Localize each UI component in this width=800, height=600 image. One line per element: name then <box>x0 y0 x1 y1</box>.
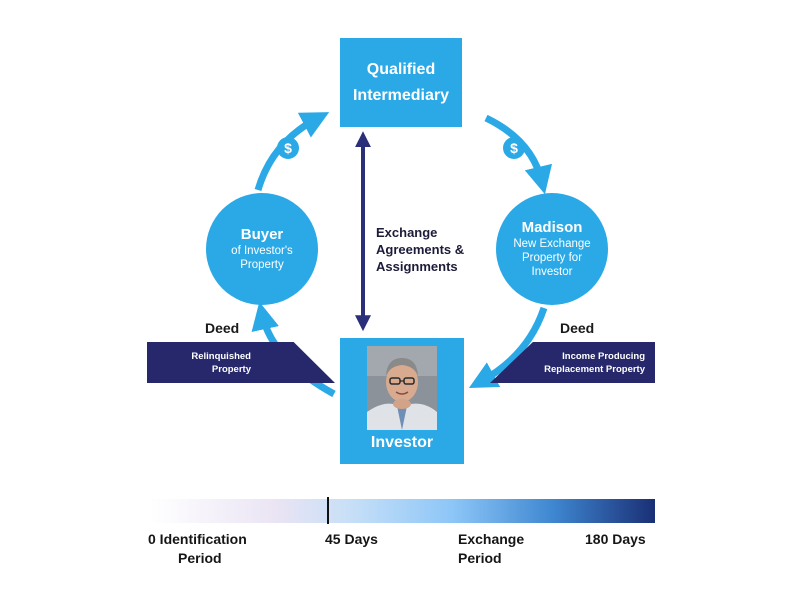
relinquished-line2: Property <box>211 364 251 375</box>
exchange-agreements-label: Exchange Agreements & Assignments <box>376 224 464 275</box>
timeline-45-days-marker <box>327 497 329 524</box>
exchange-line1: Exchange <box>376 225 438 240</box>
timeline-start-line1: 0 Identification <box>148 531 247 547</box>
buyer-circle: Buyer of Investor's Property <box>206 193 318 305</box>
replacement-line1: Income Producing <box>562 351 645 362</box>
replacement-line2: Replacement Property <box>544 364 645 375</box>
madison-subtitle-line3: Investor <box>531 265 573 278</box>
timeline-exchange-line2: Period <box>458 550 502 566</box>
timeline-45-days-label: 45 Days <box>325 531 378 547</box>
dollar-icon: $ <box>277 137 299 159</box>
relinquished-line1: Relinquished <box>191 351 251 362</box>
buyer-title: Buyer <box>240 225 284 243</box>
qi-label-line1: Qualified <box>366 60 436 78</box>
investor-box: Investor <box>340 338 464 464</box>
madison-title: Madison <box>521 218 583 236</box>
deed-label-right: Deed <box>560 320 595 336</box>
timeline-start-line2: Period <box>178 550 222 566</box>
buyer-subtitle-line1: of Investor's <box>231 244 293 257</box>
investor-photo <box>367 346 437 430</box>
deed-label-left: Deed <box>205 320 240 336</box>
qi-label-line2: Intermediary <box>352 86 450 104</box>
buyer-subtitle-line2: Property <box>240 258 284 271</box>
timeline-exchange-period-label: Exchange Period <box>458 530 524 568</box>
dollar-icon: $ <box>503 137 525 159</box>
qualified-intermediary-box: Qualified Intermediary <box>340 38 462 127</box>
timeline-exchange-line1: Exchange <box>458 531 525 547</box>
exchange-line3: Assignments <box>376 259 458 274</box>
madison-circle: Madison New Exchange Property for Invest… <box>496 193 608 305</box>
timeline-180-days-label: 180 Days <box>585 531 646 547</box>
investor-label: Investor <box>370 434 434 451</box>
exchange-line2: Agreements & <box>376 242 465 257</box>
timeline-gradient-bar <box>150 499 655 523</box>
timeline-start-label: 0 Identification Period <box>148 530 247 568</box>
arrow-madison-to-investor <box>468 306 548 389</box>
madison-subtitle-line1: New Exchange <box>513 237 591 250</box>
madison-subtitle-line2: Property for <box>521 251 583 264</box>
